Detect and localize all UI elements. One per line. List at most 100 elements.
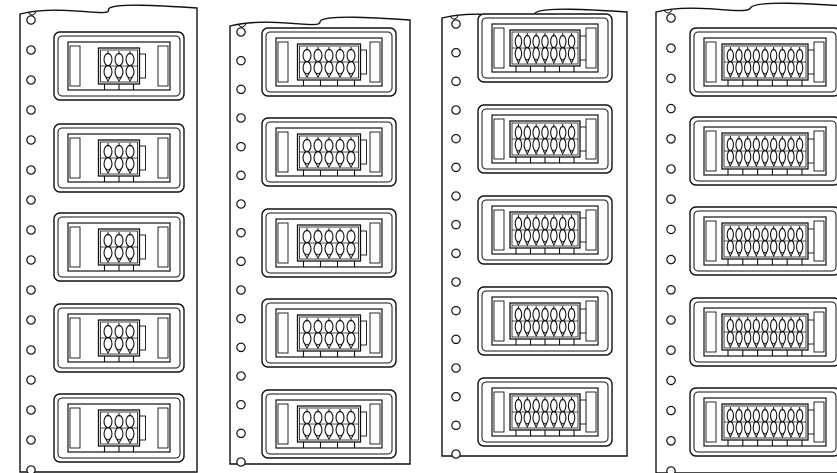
contact-tip xyxy=(525,241,530,246)
contact-pin xyxy=(103,65,113,79)
contact-tip xyxy=(304,344,310,349)
housing-latch-left xyxy=(705,311,717,353)
pocket-inner xyxy=(265,212,393,274)
component-pocket xyxy=(53,123,185,193)
contact-pin xyxy=(761,240,769,254)
contact-side-tab xyxy=(579,399,587,425)
sprocket-hole xyxy=(451,133,461,144)
sprocket-hole xyxy=(451,305,461,316)
contact-pin xyxy=(302,151,312,165)
contact-tip xyxy=(754,73,759,79)
contact-tip xyxy=(569,59,574,64)
contact-tip xyxy=(728,343,733,349)
contact-tip xyxy=(728,433,733,439)
contact-pin xyxy=(324,423,334,437)
component-pocket xyxy=(261,117,397,187)
sprocket-hole xyxy=(236,399,246,410)
sprocket-hole xyxy=(236,84,246,95)
pocket-inner xyxy=(481,290,609,352)
sprocket-hole xyxy=(236,27,246,37)
contact-pin xyxy=(523,229,532,243)
contact-tip xyxy=(127,349,133,354)
contact-tip xyxy=(762,343,768,349)
sprocket-hole xyxy=(236,428,246,439)
sprocket-hole xyxy=(236,256,246,267)
contact-pin xyxy=(726,61,735,75)
contact-tip xyxy=(771,162,776,168)
contact-tip xyxy=(771,433,776,439)
housing-latch-left xyxy=(69,226,81,268)
contact-side-tab xyxy=(807,409,815,435)
contact-pin xyxy=(795,240,804,254)
sprocket-hole xyxy=(666,375,676,386)
contact-tip xyxy=(560,59,565,64)
sprocket-hole xyxy=(26,315,36,325)
component-pocket xyxy=(53,303,185,373)
sprocket-hole xyxy=(666,435,676,446)
contact-tip xyxy=(326,435,332,440)
contact-pin xyxy=(761,61,769,75)
component-pocket xyxy=(53,212,185,282)
sprocket-hole xyxy=(451,391,461,402)
pocket-inner xyxy=(265,393,393,455)
contact-tip xyxy=(533,150,539,155)
contact-tip xyxy=(337,163,343,168)
contact-tip xyxy=(569,332,574,337)
tape-strip xyxy=(19,4,198,473)
contact-tip xyxy=(533,423,539,428)
contact-pin xyxy=(787,240,795,254)
sprocket-hole xyxy=(451,76,461,87)
contact-side-tab xyxy=(360,320,367,346)
sprocket-hole xyxy=(26,165,36,175)
contact-pin xyxy=(558,47,567,61)
pocket-inner xyxy=(481,17,609,79)
contact-side-tab xyxy=(139,325,146,351)
contact-tip xyxy=(551,423,557,428)
contact-tip xyxy=(337,254,343,259)
contact-pin xyxy=(743,150,752,164)
contact-tip xyxy=(542,59,548,64)
contact-side-tab xyxy=(807,138,815,164)
contact-pin xyxy=(752,150,761,164)
contact-pin xyxy=(726,150,735,164)
pocket-inner xyxy=(57,397,181,459)
housing-latch-right xyxy=(369,403,381,445)
sprocket-hole xyxy=(451,420,461,431)
contact-pin xyxy=(558,320,567,334)
contact-tip xyxy=(736,343,742,349)
contact-tip xyxy=(105,169,111,174)
contact-pin xyxy=(346,151,356,165)
contact-pin xyxy=(735,240,743,254)
sprocket-hole xyxy=(451,162,461,173)
contact-pin xyxy=(302,332,312,346)
contact-tip xyxy=(797,73,802,79)
contact-tip xyxy=(525,332,530,337)
component-pocket xyxy=(261,298,397,368)
sprocket-hole xyxy=(236,313,246,324)
sprocket-hole xyxy=(26,405,36,415)
contact-pin xyxy=(795,61,804,75)
contact-tip xyxy=(728,252,733,258)
housing-latch-left xyxy=(493,300,505,342)
contact-tip xyxy=(315,163,321,168)
contact-pin xyxy=(769,331,778,345)
contact-pin xyxy=(103,427,113,441)
contact-tip xyxy=(127,169,133,174)
component-pocket xyxy=(689,387,837,457)
contact-pin xyxy=(125,65,135,79)
contact-tip xyxy=(516,332,521,337)
tape-tear-notch xyxy=(449,15,459,20)
tape-strip xyxy=(441,8,628,459)
contact-tip xyxy=(788,162,794,168)
housing-latch-left xyxy=(705,401,717,443)
contact-tip xyxy=(348,73,354,78)
contact-tip xyxy=(762,252,768,258)
component-pocket xyxy=(477,195,613,265)
component-pocket xyxy=(477,286,613,356)
housing-latch-right xyxy=(369,41,381,83)
contact-pin xyxy=(795,150,804,164)
contact-pin xyxy=(735,331,743,345)
housing-latch-left xyxy=(277,41,289,83)
contact-tip xyxy=(337,435,343,440)
contact-tip xyxy=(348,254,354,259)
